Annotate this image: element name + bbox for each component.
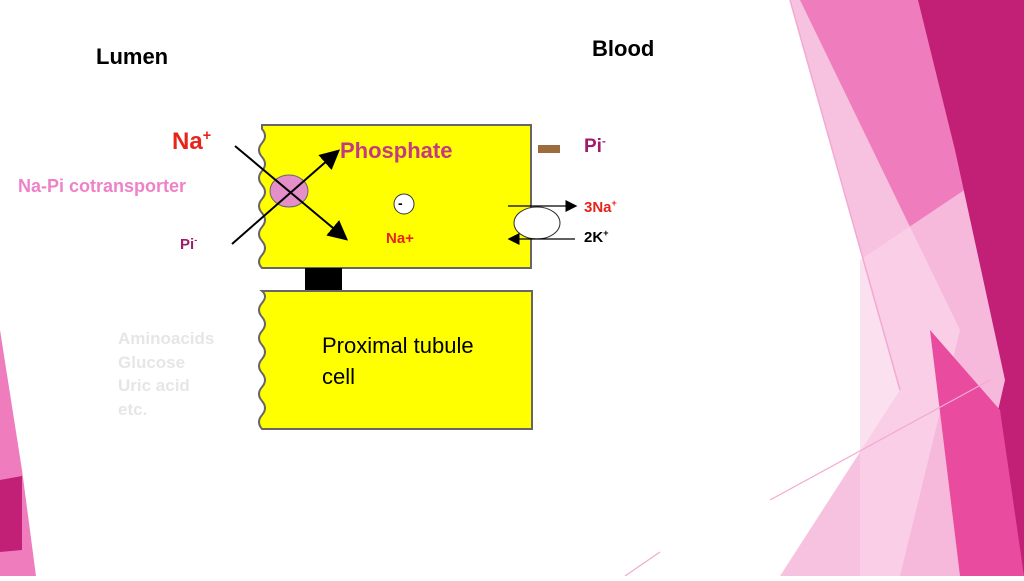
pi-charge: -	[194, 235, 198, 245]
pi-blood-charge: -	[601, 135, 606, 148]
two-potassium-charge: +	[603, 228, 609, 238]
proximal-tubule-cell-label: Proximal tubule cell	[322, 330, 522, 392]
deco-line-2	[769, 379, 991, 501]
sodium-intracellular-label: Na+	[386, 230, 414, 247]
solutes-list: Aminoacids Glucose Uric acid etc.	[118, 327, 214, 421]
three-sodium-text: 3Na	[584, 199, 612, 216]
cotransporter-label: Na-Pi cotransporter	[18, 176, 187, 196]
pi-text: Pi	[180, 236, 195, 253]
pi-entry-arrow	[231, 149, 341, 245]
sodium-charge: +	[202, 128, 212, 144]
two-potassium-text: 2K	[584, 229, 604, 246]
solute-item: Uric acid	[118, 376, 190, 395]
bottom-cell	[258, 290, 533, 430]
solute-item: Glucose	[118, 352, 186, 372]
deco-left-magenta	[0, 476, 22, 552]
phosphate-label: Phosphate	[340, 138, 453, 163]
cell-label-line1: Proximal tubule	[322, 333, 474, 358]
pi-blood-text: Pi	[584, 136, 602, 157]
cell-label-line2: cell	[322, 364, 356, 389]
two-potassium-label: 2K+	[584, 228, 609, 247]
phosphate-lumen-label: Pi-	[180, 235, 198, 254]
pi-exit-channel	[538, 145, 560, 153]
three-sodium-label: 3Na+	[584, 198, 617, 217]
phosphate-blood-label: Pi-	[584, 136, 606, 158]
left-decoration	[0, 330, 36, 576]
sodium-lumen-label: Na+	[172, 128, 211, 156]
deco-hot-pink-strip	[930, 330, 1024, 576]
blood-label: Blood	[592, 36, 655, 61]
solute-item: Aminoacids	[118, 329, 215, 348]
three-sodium-charge: +	[611, 198, 617, 208]
sodium-text: Na	[172, 128, 203, 155]
negative-charge-label: -	[398, 195, 403, 211]
na-k-pump-icon	[513, 206, 561, 240]
lumen-label: Lumen	[96, 44, 169, 69]
right-decoration	[624, 0, 1024, 577]
tight-junction	[305, 268, 342, 291]
deco-line-3	[624, 551, 661, 577]
solute-item: etc.	[118, 399, 148, 419]
negative-charge-icon	[393, 193, 415, 215]
deco-line-1	[789, 0, 901, 391]
